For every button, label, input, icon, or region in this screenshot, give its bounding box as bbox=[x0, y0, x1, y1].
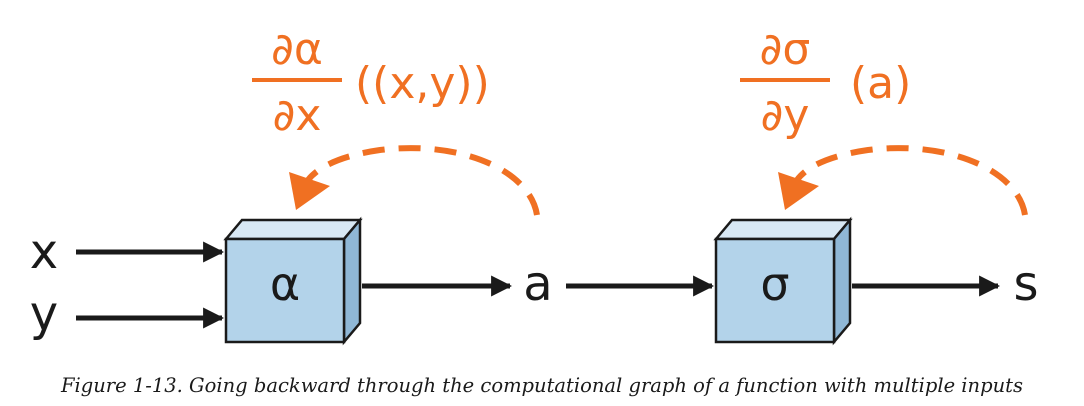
alpha-box-side bbox=[342, 216, 362, 346]
derivative-sigma-label: ∂σ ∂y (a) bbox=[740, 24, 911, 141]
derivative-alpha-numerator: ∂α bbox=[271, 24, 323, 75]
input-y-label: y bbox=[30, 286, 58, 342]
output-s-label: s bbox=[1013, 256, 1038, 312]
sigma-box-face bbox=[714, 237, 836, 344]
backward-arrow-a-to-alpha bbox=[305, 145, 540, 216]
alpha-node-label: α bbox=[270, 257, 300, 311]
sigma-box-side bbox=[832, 216, 852, 346]
intermediate-a-label: a bbox=[523, 256, 552, 312]
derivative-alpha-denominator: ∂x bbox=[273, 90, 322, 141]
sigma-node-box: σ bbox=[713, 216, 853, 346]
derivative-alpha-argument: ((x,y)) bbox=[355, 58, 490, 109]
derivative-alpha-label: ∂α ∂x ((x,y)) bbox=[252, 24, 490, 141]
figure-caption: Figure 1-13. Going backward through the … bbox=[60, 374, 1023, 397]
sigma-box-top bbox=[713, 218, 853, 241]
sigma-node-label: σ bbox=[760, 257, 789, 311]
backward-arrowhead-sigma bbox=[778, 172, 819, 210]
derivative-sigma-numerator: ∂σ bbox=[760, 24, 811, 75]
alpha-box-face bbox=[224, 237, 346, 344]
input-x-label: x bbox=[30, 224, 58, 280]
backward-arrowhead-alpha bbox=[289, 172, 330, 210]
alpha-box-top bbox=[223, 218, 363, 241]
derivative-sigma-denominator: ∂y bbox=[761, 90, 810, 141]
backward-arrow-s-to-sigma bbox=[794, 145, 1028, 216]
alpha-node-box: α bbox=[223, 216, 363, 346]
derivative-sigma-argument: (a) bbox=[850, 58, 911, 109]
